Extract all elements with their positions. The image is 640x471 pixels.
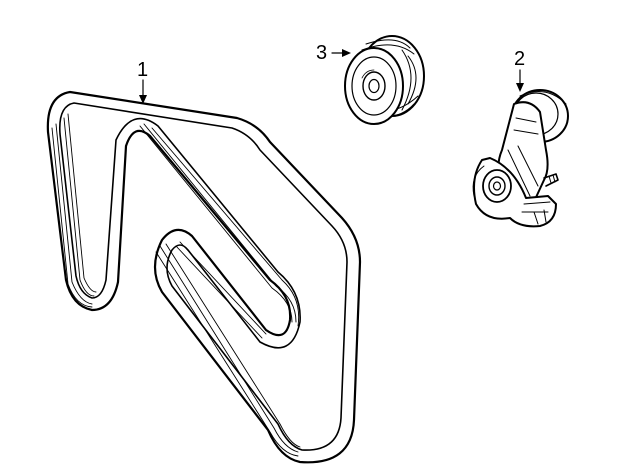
leader-line-3 bbox=[331, 49, 351, 57]
callout-number-2: 2 bbox=[514, 48, 526, 70]
leader-line-1 bbox=[139, 79, 147, 104]
callout-number-1: 1 bbox=[137, 59, 149, 81]
idler-pulley-icon bbox=[344, 35, 425, 125]
belt-tensioner-icon bbox=[472, 89, 569, 228]
leader-line-2 bbox=[516, 69, 524, 92]
serpentine-belt-icon bbox=[46, 90, 362, 464]
callout-number-3: 3 bbox=[316, 42, 328, 64]
